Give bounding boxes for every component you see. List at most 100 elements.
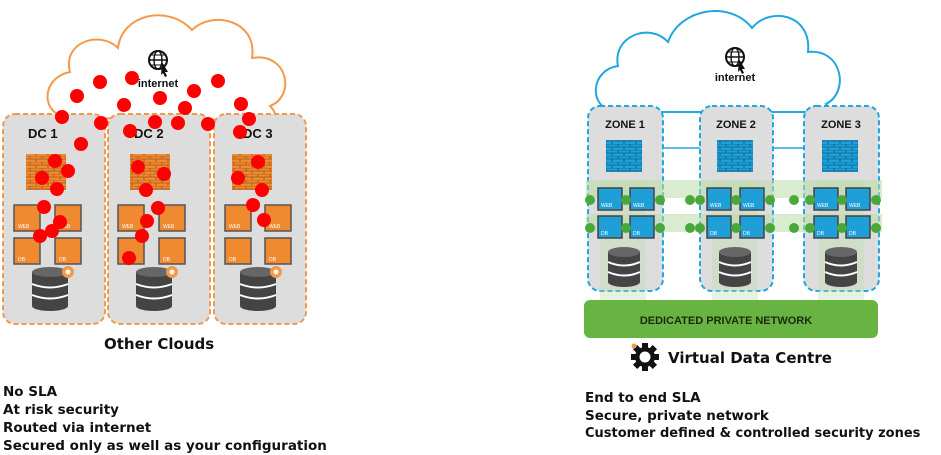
threat-dot [37,200,51,214]
internet-label-right: internet [715,72,756,84]
database-icon [135,266,178,311]
server-label: WEB [710,203,722,209]
right-internet-cloud [594,10,841,119]
server-icon [54,237,82,265]
server-icon [224,237,252,265]
network-node [685,223,695,233]
server-label: DB [229,257,237,263]
network-node [695,223,705,233]
threat-dot [151,201,165,215]
threat-dot [157,167,171,181]
network-node [871,195,881,205]
left-bullet-4: Secured only as well as your configurati… [3,438,327,454]
threat-dot [125,71,139,85]
threat-dot [171,116,185,130]
firewall-icon [717,140,753,172]
threat-dot [211,74,225,88]
left-bullet-1: No SLA [3,384,58,400]
globe-icon [725,47,745,74]
dc-label-3: DC 3 [243,126,273,141]
zone-label-1: ZONE 1 [605,119,645,131]
server-label: DB [18,257,26,263]
gear-icon [631,343,659,371]
threat-dot [257,213,271,227]
server-label: WEB [59,224,71,230]
dc3-servers: WEB WEB DB DB [224,204,292,265]
server-label: WEB [601,203,613,209]
network-node [871,223,881,233]
threat-dot [131,160,145,174]
threat-dot [122,251,136,265]
network-node [655,223,665,233]
server-label: DB [59,257,67,263]
zone-label-3: ZONE 3 [821,119,861,131]
zone3-servers: WEB WEB DB DB [813,187,871,239]
right-bullet-1: End to end SLA [585,390,701,406]
server-icon [706,187,732,211]
left-bullet-2: At risk security [3,402,119,418]
threat-dots [33,71,271,265]
database-icon [31,266,74,311]
green-band [586,180,882,198]
threat-dot [45,224,59,238]
threat-dot [153,91,167,105]
threat-dot [123,124,137,138]
threat-dot [251,155,265,169]
threat-dot [55,110,69,124]
right-panel: internet ZONE 1 ZONE 2 ZONE 3 WEB WEB DB [584,10,882,371]
threat-dot [234,97,248,111]
private-network-bar [584,300,878,338]
threat-dot [61,164,75,178]
server-icon [117,204,145,232]
globe-icon [148,50,168,77]
left-panel-title: Other Clouds [104,335,215,353]
right-bullet-3: Customer defined & controlled security z… [585,426,921,441]
left-bullet-3: Routed via internet [3,420,152,436]
threat-dot [50,182,64,196]
threat-dot [33,229,47,243]
brand-label: Virtual Data Centre [668,349,832,367]
internet-label-left: internet [138,78,179,90]
server-label: DB [710,231,718,237]
threat-dot [53,215,67,229]
database-icon [607,247,641,287]
server-label: WEB [229,224,241,230]
database-icon [824,247,858,287]
threat-dot [242,112,256,126]
network-node [621,223,631,233]
threat-dot [233,125,247,139]
server-label: DB [633,231,641,237]
server-label: WEB [269,224,281,230]
threat-dot [70,89,84,103]
server-label: WEB [633,203,645,209]
threat-dot [74,137,88,151]
server-label: DB [269,257,277,263]
database-icon [718,247,752,287]
network-node [585,223,595,233]
server-label: WEB [18,224,30,230]
network-node [805,223,815,233]
threat-dot [201,117,215,131]
server-label: WEB [849,203,861,209]
threat-dot [139,183,153,197]
firewall-icon [822,140,858,172]
threat-dot [255,183,269,197]
server-label: WEB [817,203,829,209]
threat-dot [231,171,245,185]
threat-dot [94,116,108,130]
network-nodes [585,195,881,233]
server-icon [13,204,41,232]
database-icon [239,266,282,311]
threat-dot [35,171,49,185]
server-icon [706,215,732,239]
zone2-servers: WEB WEB DB DB [706,187,765,239]
network-node [685,195,695,205]
threat-dot [187,84,201,98]
firewall-icon [606,140,642,172]
threat-dot [246,198,260,212]
network-node [765,195,775,205]
zone-label-2: ZONE 2 [716,119,756,131]
network-node [837,195,847,205]
zone1-servers: WEB WEB DB DB [597,187,655,239]
